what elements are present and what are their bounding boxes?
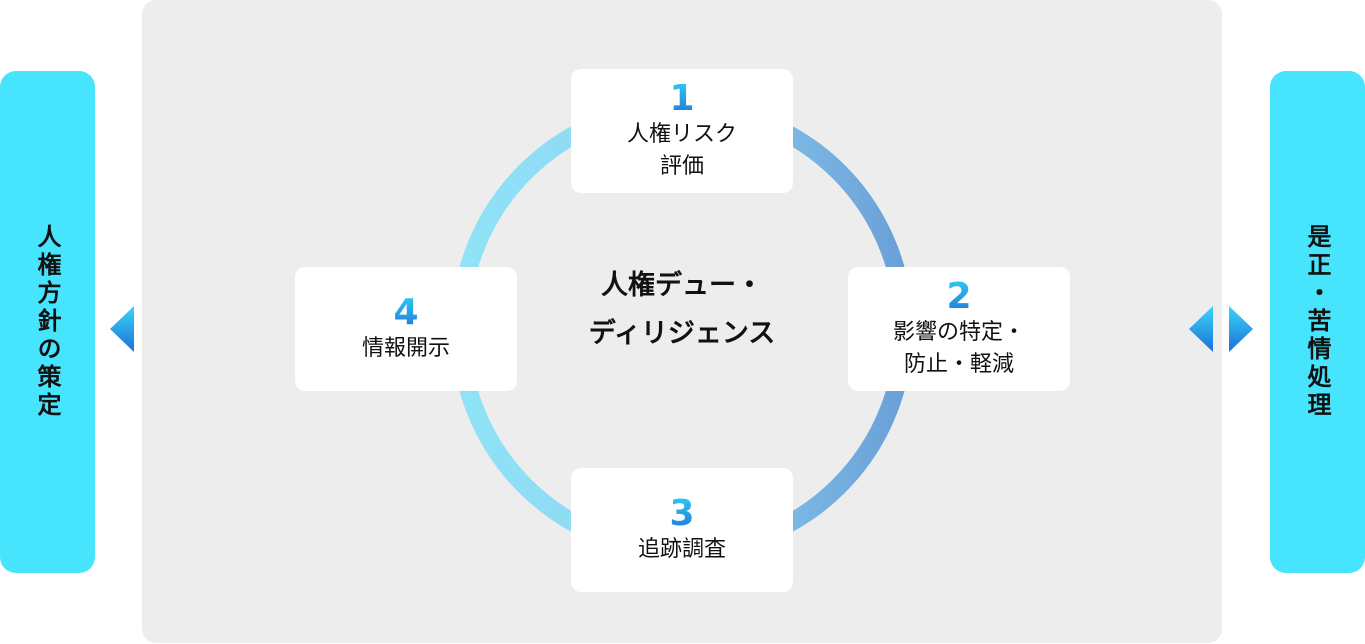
step-number: 2 [946, 276, 972, 317]
arrow-left-icon [110, 306, 134, 352]
left-panel-label: 人権方針の策定 [33, 224, 61, 420]
center-title: 人権デュー・ ディリジェンス [588, 270, 776, 349]
step-label: 人権リスク 評価 [626, 122, 737, 179]
step-card-2: 2 影響の特定・ 防止・軽減 [848, 267, 1070, 391]
step-card-3: 3 追跡調査 [571, 468, 793, 592]
step-label: 情報開示 [361, 336, 450, 361]
step-number: 3 [669, 493, 695, 534]
step-card-1: 1 人権リスク 評価 [571, 69, 793, 193]
step-card-4: 4 情報開示 [295, 267, 517, 391]
step-label: 追跡調査 [637, 537, 726, 562]
arrow-left-icon [1189, 306, 1213, 352]
right-side-panel: 是正・苦情処理 [1270, 71, 1365, 573]
arrow-right-icon [1229, 306, 1253, 352]
right-panel-label: 是正・苦情処理 [1303, 224, 1331, 420]
left-side-panel: 人権方針の策定 [0, 71, 95, 573]
right-bidirectional-arrow-icon [1189, 306, 1253, 352]
step-label: 影響の特定・ 防止・軽減 [892, 320, 1025, 377]
step-number: 1 [669, 78, 695, 119]
step-number: 4 [393, 292, 419, 333]
